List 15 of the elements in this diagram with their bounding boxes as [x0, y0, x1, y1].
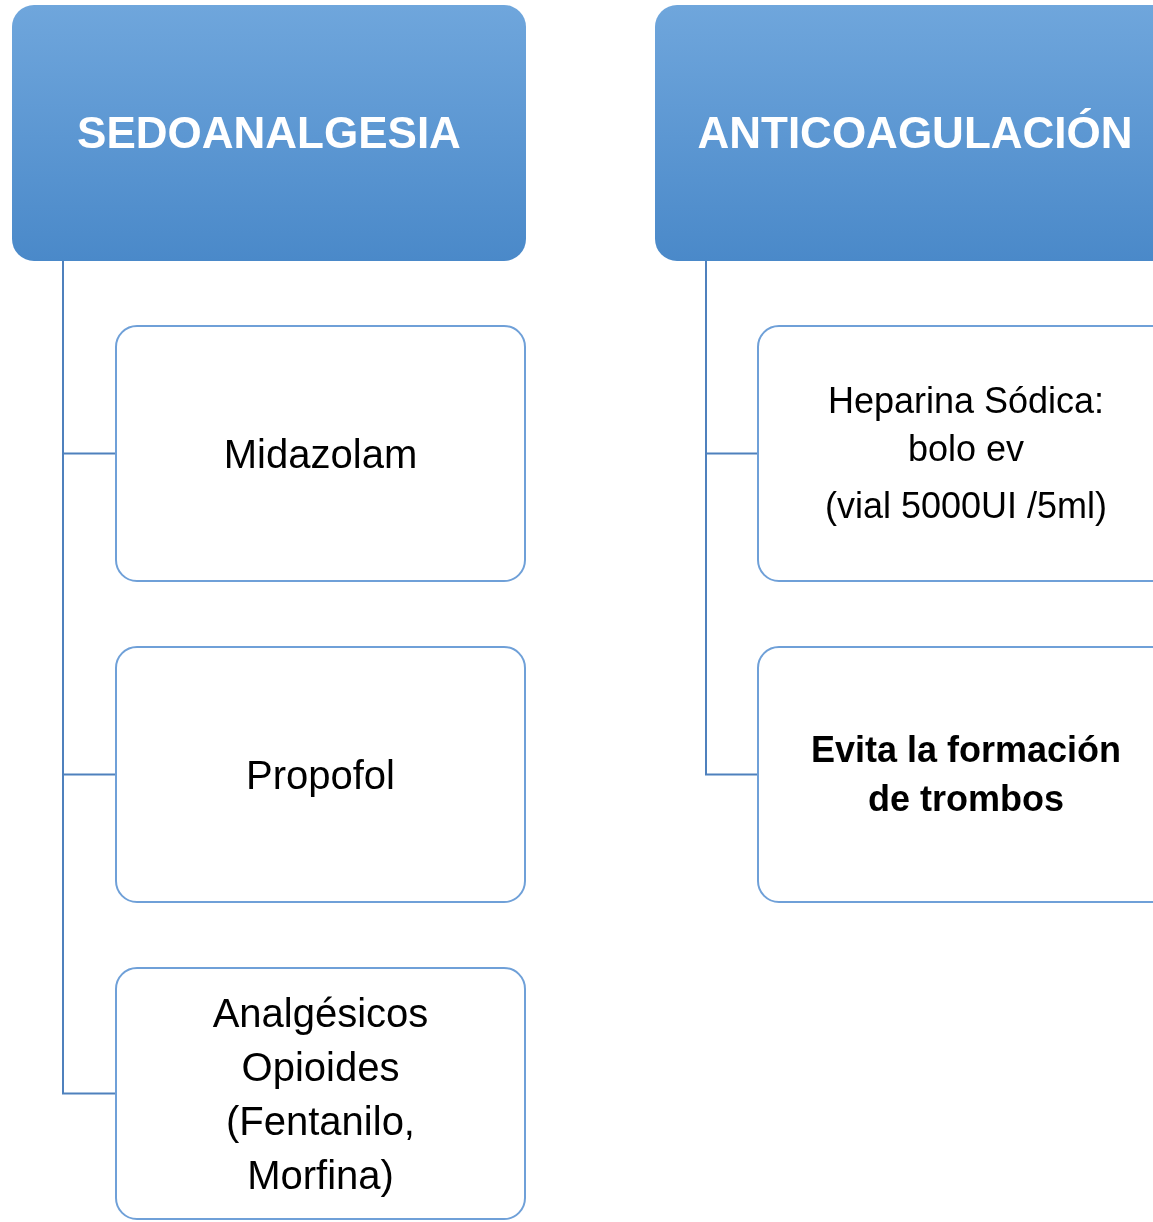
node-label: Heparina Sódica: bolo ev — [826, 378, 1106, 472]
node-label: ANTICOAGULACIÓN — [697, 107, 1133, 160]
item-box — [115, 646, 526, 903]
item-box — [757, 325, 1153, 582]
item-box — [115, 325, 526, 582]
node-label: Midazolam — [223, 430, 418, 478]
node-label: Propofol — [246, 751, 395, 799]
header-box — [655, 5, 1153, 261]
item-box — [115, 967, 526, 1220]
node-label: (vial 5000UI /5ml) — [824, 483, 1108, 528]
header-box — [12, 5, 526, 261]
node-label: SEDOANALGESIA — [77, 107, 461, 160]
node-label: Evita la formación de trombos — [809, 727, 1123, 821]
node-label: Analgésicos Opioides (Fentanilo, Morfina) — [211, 989, 430, 1199]
item-box — [757, 646, 1153, 903]
